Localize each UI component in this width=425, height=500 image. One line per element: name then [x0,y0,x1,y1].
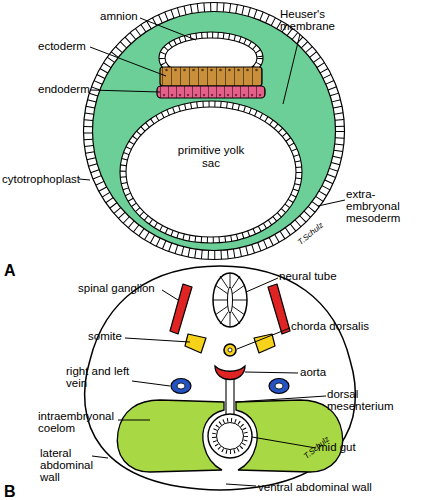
notochord-core [228,348,232,352]
trophoblast-outer [84,3,345,260]
panel-letter: A [4,262,16,280]
yolk-sac-outline [119,100,303,244]
leader-line [92,456,108,458]
cell-line [232,276,240,288]
yolk-sac-fill [120,101,302,243]
vein-lumen [177,383,185,389]
spinal-ganglion-right [268,284,290,334]
somite-right [254,334,275,353]
endoderm-layer [157,86,265,98]
spinal-ganglion-left [170,284,192,334]
cell-line [232,312,240,324]
embryo-body-outline [85,266,356,490]
leader-line [90,90,160,92]
part-label: cytotrophoplast [2,173,80,185]
ectoderm-layer [160,67,262,86]
neural-tube-wall [213,273,247,327]
part-label: somite [88,330,122,342]
leader-line [90,47,166,76]
cell-line [230,273,231,287]
aorta-shape [215,366,245,380]
part-label: Heuser's membrane [280,8,346,32]
leader-line [237,328,290,349]
part-label: amnion [100,10,138,22]
cell-line [232,306,245,315]
vein-left [171,379,191,394]
leader-line [226,484,256,486]
yolk-sac-outer [120,101,302,243]
trophoblast-cells [88,7,340,255]
part-label: endoderm [38,83,90,95]
mesentery-line [233,379,234,414]
part-label: chorda dorsalis [291,320,369,332]
part-label: extra-embryonal mesoderm [346,188,424,224]
yolk-sac-cells [123,104,299,240]
midgut-cells [214,420,246,452]
leader-line [125,338,190,342]
leader-line [140,18,196,40]
leader-line [132,381,170,386]
leader-line [162,290,178,300]
cell-line [232,300,247,301]
part-label: lateral abdominal wall [40,447,96,483]
cell-line [232,285,245,294]
midgut-inner [217,423,244,450]
leader-line [252,437,316,448]
cell-line [220,312,228,324]
vein-right [269,379,289,394]
leader-line [283,34,300,104]
panel-letter: B [4,483,16,500]
part-label: spinal ganglion [78,282,155,294]
trophoblast-band [88,7,340,255]
yolk-sac-inner [126,107,296,237]
cell-line [213,300,228,301]
leader-line [235,396,326,402]
leader-line [246,278,278,292]
leader-line [318,200,345,206]
mesentery-line [225,379,226,414]
midgut-outer [208,414,252,458]
cell-line [220,276,228,288]
vein-lumen [275,383,283,389]
part-label: neural tube [279,270,337,282]
yolk-sac-node: primitive yolk sac [119,100,303,244]
cell-line [230,313,231,327]
part-label: right and left vein [66,365,136,389]
leader-line [118,420,150,421]
part-label: ectoderm [38,40,86,52]
somite-left [185,334,206,353]
leader-line [79,179,90,180]
cell-line [215,285,228,294]
cell-line [215,306,228,315]
notochord [224,344,236,356]
neural-tube-cells [213,273,247,327]
part-label: ventral abdominal wall [258,481,372,493]
mesoderm-fill [92,11,336,251]
trophoblast-inner [93,12,336,251]
part-label: intraembryonal coelom [38,410,120,434]
part-label: dorsal mesenterium [327,388,407,412]
node-text: primitive yolk sac [174,144,248,170]
part-label: aorta [300,366,326,378]
neural-canal [228,287,233,313]
leader-line [245,372,298,373]
